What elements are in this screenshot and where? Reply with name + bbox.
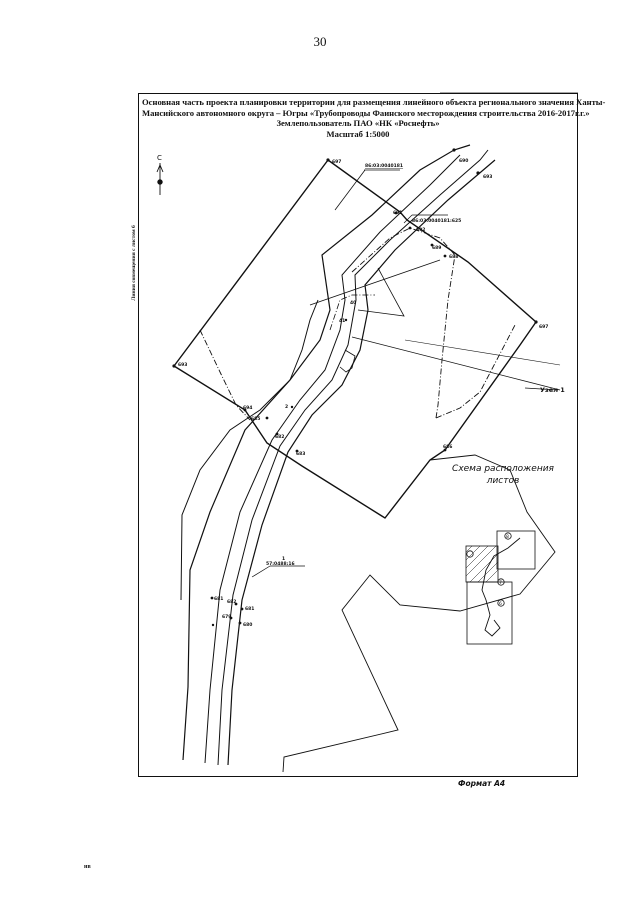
point-label: 681 bbox=[214, 596, 223, 602]
point-label: 693 bbox=[178, 362, 187, 368]
point-label: 689 bbox=[432, 245, 441, 251]
point-label: 694 bbox=[243, 405, 252, 411]
sheet-layout-scheme bbox=[465, 530, 536, 645]
point-label: 682 bbox=[275, 434, 284, 440]
point-label: 2 bbox=[285, 404, 288, 410]
page-number: 30 bbox=[313, 34, 327, 49]
title-block: Основная часть проекта планировки террит… bbox=[142, 97, 606, 139]
point-label: 40 bbox=[350, 300, 356, 306]
scheme-title: Схема расположения листов bbox=[448, 463, 558, 487]
point-label: 688 bbox=[449, 254, 458, 260]
cadastral-number-top: 86:03:0040181 bbox=[365, 163, 403, 169]
scheme-title-line-1: Схема расположения bbox=[452, 464, 554, 474]
scheme-title-line-2: листов bbox=[486, 476, 520, 486]
cadastral-number-lower: 57:0488:16 bbox=[266, 561, 295, 567]
point-label: 691 bbox=[393, 210, 402, 216]
drawing-frame bbox=[138, 93, 578, 777]
boundary-polygon bbox=[172, 159, 537, 519]
point-label: 680 bbox=[243, 622, 252, 628]
point-label: 681 bbox=[245, 606, 254, 612]
point-label: 685 bbox=[251, 416, 260, 422]
point-label: 697 bbox=[332, 159, 341, 165]
sheet-number: 6 bbox=[499, 601, 502, 607]
sheet-number: 7 bbox=[499, 580, 502, 586]
point-label: 690 bbox=[459, 158, 468, 164]
cadastral-number-lower-index: 1 bbox=[282, 556, 285, 562]
point-label: 679 bbox=[222, 614, 231, 620]
title-line-2: Мансийского автономного округа – Югры «Т… bbox=[142, 107, 590, 118]
point-label: 683 bbox=[296, 451, 305, 457]
title-line-3: Землепользователь ПАО «НК «Роснефть» bbox=[276, 118, 440, 129]
point-label: 41 bbox=[339, 318, 345, 324]
point-label: 682 bbox=[227, 599, 236, 605]
title-line-4: Масштаб 1:5000 bbox=[326, 128, 390, 139]
territory-polygon bbox=[282, 454, 556, 773]
sheet-number: 8 bbox=[506, 534, 509, 540]
point-label: 693 bbox=[483, 174, 492, 180]
format-label: Формат А4 bbox=[458, 779, 506, 788]
point-label: 692 bbox=[416, 227, 425, 233]
north-label: С bbox=[157, 154, 162, 162]
title-line-1: Основная часть проекта планировки террит… bbox=[142, 97, 606, 107]
footer-mark: нв bbox=[84, 864, 91, 870]
node-label: Узел 1 bbox=[540, 386, 565, 394]
point-label: 686 bbox=[443, 444, 452, 450]
north-arrow-icon bbox=[156, 163, 164, 195]
cadastral-number-mid: 86:03:0040181:625 bbox=[412, 218, 461, 224]
point-label: 697 bbox=[539, 324, 548, 330]
